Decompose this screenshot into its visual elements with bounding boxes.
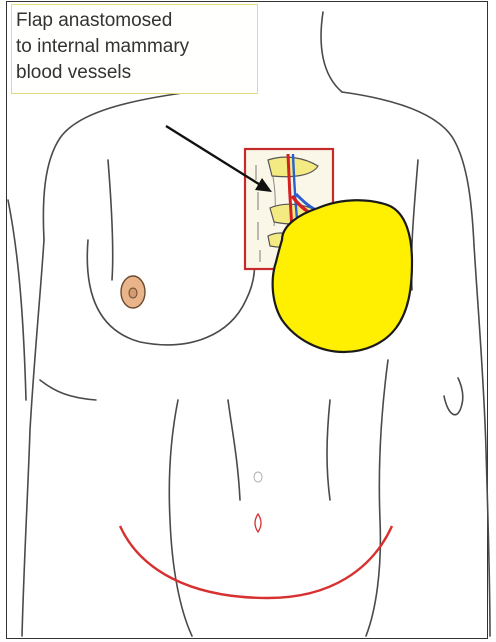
umbilicus-incision	[255, 514, 261, 532]
flap	[273, 200, 412, 352]
hand-right	[444, 378, 463, 415]
hand-left	[40, 380, 96, 400]
caption-line-1: Flap anastomosed	[16, 8, 257, 34]
torso-outline	[8, 12, 490, 636]
arm-inner-right	[474, 245, 490, 636]
arm-inner-left	[22, 240, 44, 636]
caption-line-3: blood vessels	[16, 60, 257, 86]
caption-box: Flap anastomosed to internal mammary blo…	[11, 4, 258, 94]
neck-right	[321, 12, 342, 92]
donor-site-scar	[120, 526, 392, 598]
abdomen-line-right	[327, 400, 330, 500]
armpit-left	[108, 160, 113, 280]
arm-line-left	[8, 200, 26, 400]
caption-line-2: to internal mammary	[16, 34, 257, 60]
abdomen-line	[228, 400, 240, 500]
shoulder-left	[43, 92, 190, 240]
waist-right	[366, 360, 388, 636]
waist-left	[169, 400, 192, 636]
nipple	[121, 276, 145, 308]
umbilicus-mark	[254, 472, 262, 482]
